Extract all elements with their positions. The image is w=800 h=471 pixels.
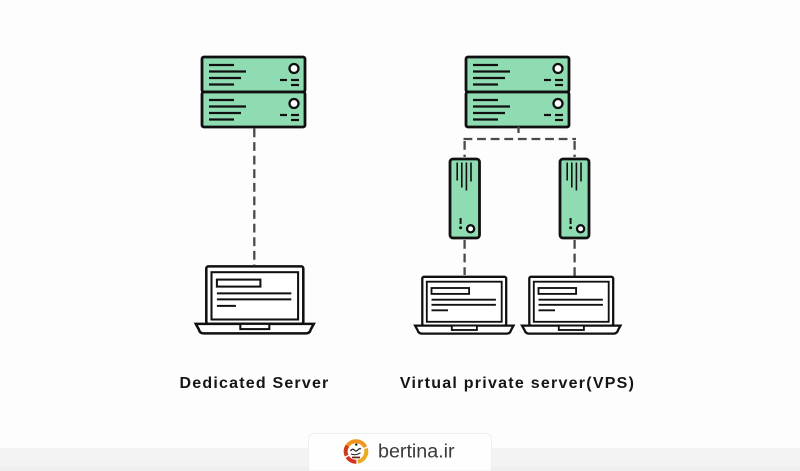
svg-text:Dedicated Server: Dedicated Server bbox=[180, 375, 330, 392]
svg-text:bertina.ir: bertina.ir bbox=[378, 441, 455, 463]
svg-text:Virtual private server(VPS): Virtual private server(VPS) bbox=[400, 375, 635, 392]
